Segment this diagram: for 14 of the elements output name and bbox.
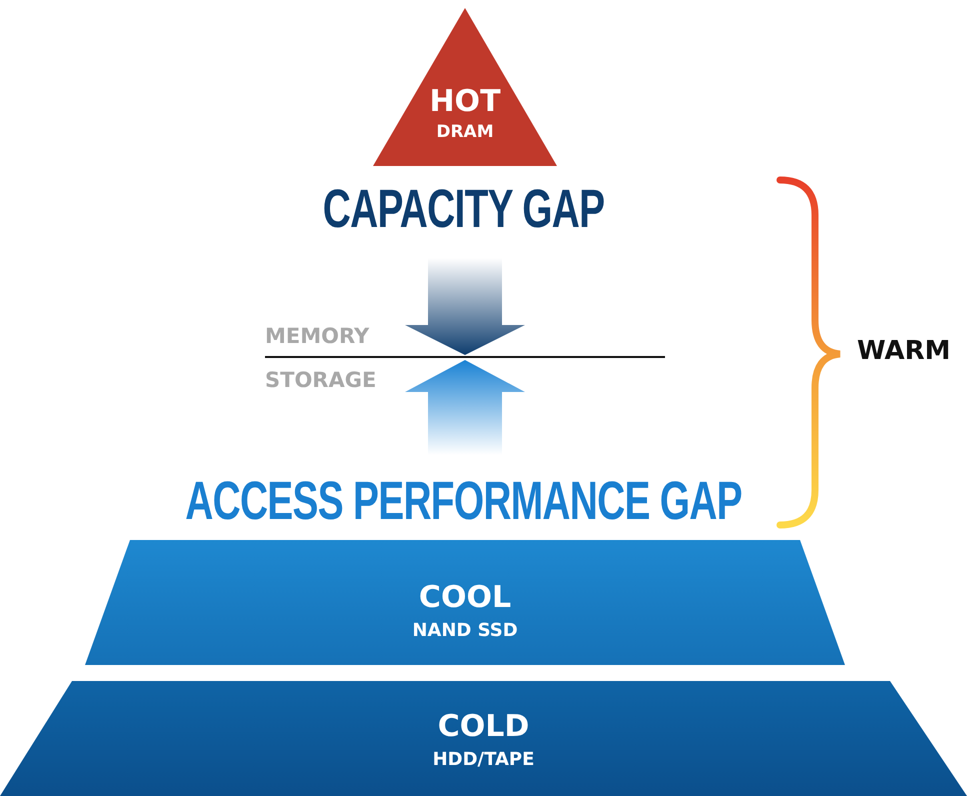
tier-title: COLD bbox=[438, 709, 530, 744]
layer-label: MEMORY bbox=[265, 324, 370, 348]
tier-title: HOT bbox=[429, 84, 501, 119]
tier-subtitle: HDD/TAPE bbox=[432, 749, 534, 770]
tier-title: COOL bbox=[418, 580, 512, 615]
gap-heading: CAPACITY GAP bbox=[322, 178, 604, 240]
triangle-tier bbox=[373, 8, 557, 166]
tier-title: WARM bbox=[857, 336, 951, 366]
tier-subtitle: NAND SSD bbox=[412, 620, 518, 641]
tier-subtitle: DRAM bbox=[436, 122, 494, 142]
trapezoid-tier bbox=[0, 681, 967, 796]
layer-label: STORAGE bbox=[265, 368, 376, 392]
trapezoid-tier bbox=[85, 540, 845, 665]
gap-heading: ACCESS PERFORMANCE GAP bbox=[184, 470, 742, 532]
